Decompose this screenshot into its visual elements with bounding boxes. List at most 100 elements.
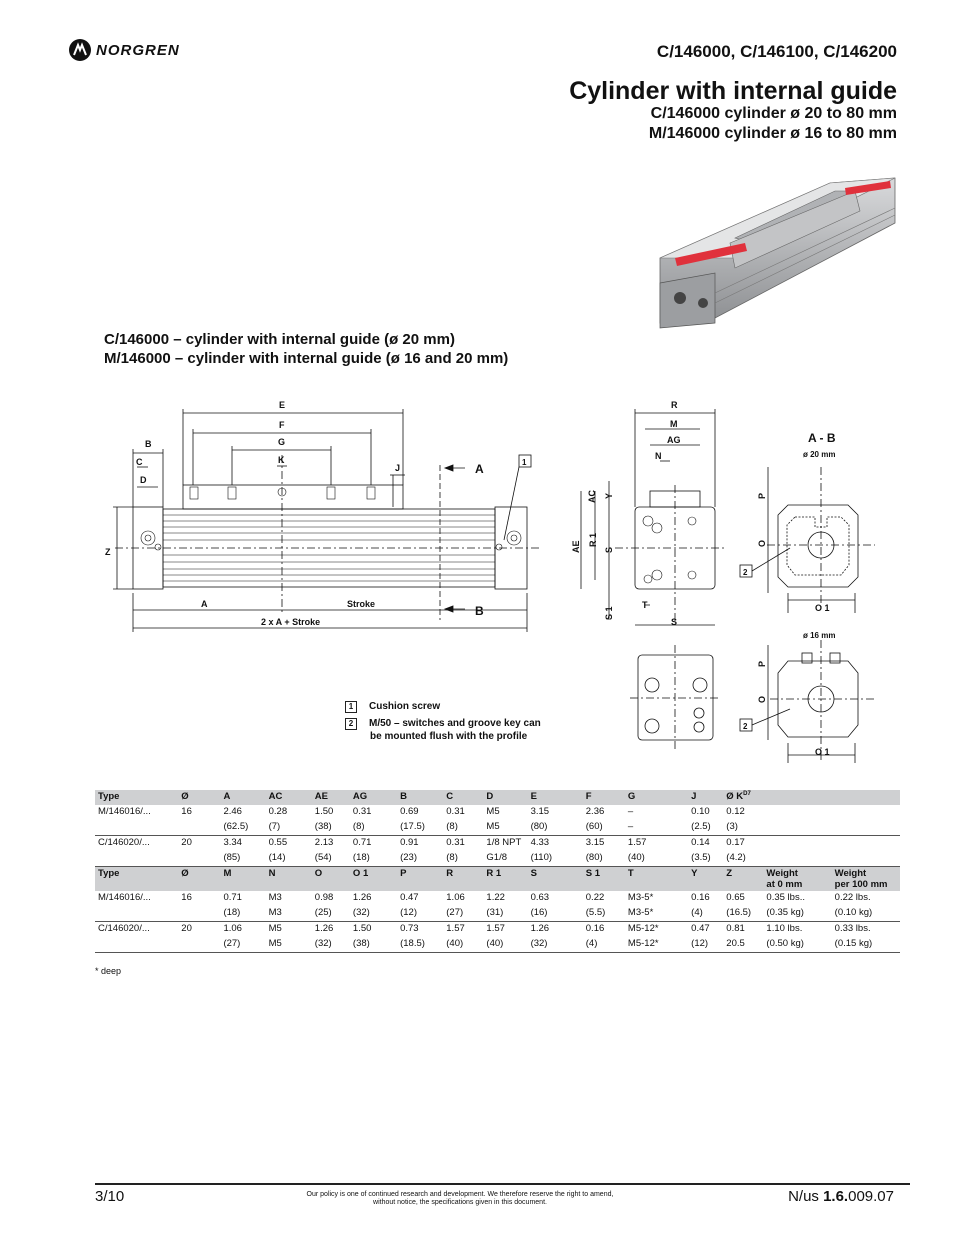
table-cell: 0.17 (726, 837, 745, 848)
dim-label-Z: Z (105, 547, 111, 557)
dim-label-S1: S 1 (604, 606, 614, 620)
table-cell: (54) (311, 851, 350, 867)
table-cell: 0.22 lbs. (834, 892, 871, 903)
table-cell: (80) (527, 820, 583, 836)
legend-number-2: 2 (345, 718, 357, 730)
table-cell: 1.06 (446, 892, 465, 903)
dim-label-D: D (140, 475, 147, 485)
section-label-B: B (475, 604, 484, 618)
table-cell: 1.26 (352, 892, 372, 903)
table-cell (178, 851, 221, 867)
subtitle-c146000: C/146000 cylinder ø 20 to 80 mm (650, 105, 897, 122)
dim-label-R: R (671, 400, 678, 410)
table-cell: Type (95, 790, 179, 805)
document-reference: N/us 1.6.009.07 (788, 1188, 894, 1205)
doc-prefix: N/us (788, 1188, 824, 1205)
table-cell: (38) (311, 820, 350, 836)
table-cell: M3-5* (624, 906, 689, 922)
doc-suffix: 009.07 (848, 1188, 894, 1205)
side-view: E F G K B C D J Z A Stroke 2 x A + Strok… (105, 400, 540, 632)
norgren-logo-icon (69, 39, 91, 61)
table-cell: (12) (688, 937, 724, 953)
callout-2: 2 (743, 568, 748, 577)
table-cell: 1.57 (486, 923, 505, 934)
table-cell: 0.35 lbs.. (766, 892, 805, 903)
technical-drawing: E F G K B C D J Z A Stroke 2 x A + Strok… (105, 400, 875, 763)
table-cell: 0.10 (691, 806, 710, 817)
norgren-logo: NORGREN (68, 38, 180, 62)
table-cell: (62.5) (220, 820, 266, 836)
diameter-16: ø 16 mm (803, 631, 835, 640)
table-cell: M5-12* (627, 923, 659, 934)
page-number: 3/10 (95, 1188, 125, 1205)
table-cell: P (397, 866, 444, 891)
table-cell: 0.98 (314, 892, 334, 903)
table-cell: 0.33 lbs. (834, 923, 871, 934)
table-cell: R (443, 866, 484, 891)
table-cell: (32) (527, 937, 583, 953)
table-cell: (8) (443, 820, 484, 836)
table-cell: Y (688, 866, 724, 891)
brand-name: NORGREN (96, 41, 180, 59)
table-cell: C/146020/... (98, 923, 150, 934)
table-cell: (3) (723, 820, 900, 836)
table-cell: 0.81 (726, 923, 745, 934)
table-cell: (40) (443, 937, 484, 953)
dim-label-O1: O 1 (815, 603, 830, 613)
table-cell: (110) (527, 851, 583, 867)
callout-1: 1 (522, 458, 527, 467)
dim-label-F: F (279, 420, 285, 430)
table-cell: 1.06 (223, 923, 242, 934)
dim-label-R1: R 1 (588, 533, 598, 547)
table-cell: M/146016/... (98, 892, 151, 903)
dim-label-A: A (201, 599, 208, 609)
table-cell: 2.46 (223, 806, 242, 817)
table-cell: 0.14 (691, 837, 710, 848)
weight-header-sub: at 0 mm (766, 879, 803, 890)
table-cell: (18) (220, 906, 266, 922)
dim-label-N: N (655, 451, 662, 461)
table-cell: 0.31 (446, 806, 465, 817)
table-cell: 0.22 (585, 892, 605, 903)
table-cell: – (624, 820, 689, 836)
dim-label-O: O (757, 540, 767, 547)
table-cell: (0.15 kg) (831, 937, 900, 953)
table-cell: M/146016/... (98, 806, 151, 817)
table-cell: (5.5) (582, 906, 625, 922)
table-cell: 0.63 (530, 892, 550, 903)
dim-label-AC: AC (587, 490, 597, 503)
table-cell: 3.15 (585, 837, 605, 848)
table-cell: F (582, 790, 625, 805)
footnote: * deep (95, 966, 122, 976)
policy-notice: Our policy is one of continued research … (260, 1191, 660, 1207)
table-cell: 0.47 (400, 892, 419, 903)
table-cell: (32) (349, 906, 398, 922)
table-cell: (16) (527, 906, 583, 922)
table-cell: 1.50 (314, 806, 334, 817)
table-cell: (27) (443, 906, 484, 922)
table-cell: 0.16 (691, 892, 710, 903)
table-cell: (31) (483, 906, 528, 922)
table-row: (85)(14)(54)(18)(23)(8)G1/8(110)(80)(40)… (95, 851, 900, 867)
table-cell: 1.22 (486, 892, 505, 903)
dim-label-P-16: P (757, 661, 767, 667)
table-cell: M3-5* (627, 892, 654, 903)
table-cell: 1/8 NPT (486, 837, 522, 848)
table-row: (27)M5(32)(38)(18.5)(40)(40)(32)(4)M5-12… (95, 937, 900, 953)
table-cell: (4.2) (723, 851, 900, 867)
table-cell: R 1 (483, 866, 528, 891)
table-cell: (18) (349, 851, 398, 867)
policy-line-2: without notice, the specifications given… (373, 1199, 547, 1206)
drawing-title-2: M/146000 – cylinder with internal guide … (104, 350, 509, 367)
table-cell (178, 906, 221, 922)
table-cell: (40) (483, 937, 528, 953)
table-cell: Z (723, 866, 764, 891)
table-cell: T (624, 866, 689, 891)
dim-label-J: J (395, 463, 400, 473)
table-cell: (0.10 kg) (831, 906, 900, 922)
end-view: R M AG N AC Y AE R 1 S S 1 T S (571, 400, 725, 627)
